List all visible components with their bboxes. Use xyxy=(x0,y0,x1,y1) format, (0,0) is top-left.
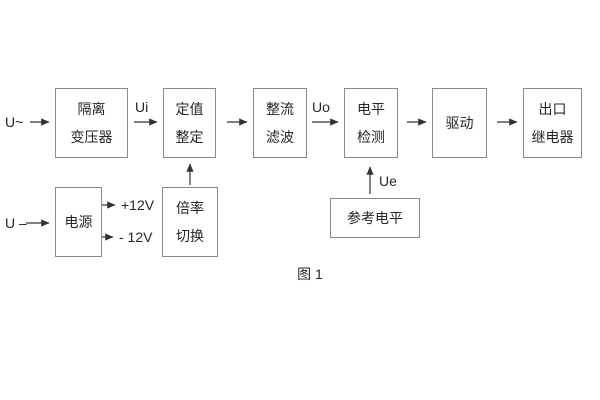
block-label: 电源 xyxy=(64,214,93,230)
signal-label-minus-12v: - 12V xyxy=(119,229,153,245)
block-label: 滤波 xyxy=(266,129,294,145)
signal-label-u-ac: U~ xyxy=(5,114,24,130)
block-driver: 驱动 xyxy=(432,88,487,158)
block-setting-adjust: 定值 整定 xyxy=(163,88,216,158)
signal-label-u-dc: U – xyxy=(5,215,27,231)
block-label: 变压器 xyxy=(70,129,113,145)
signal-label-ue: Ue xyxy=(379,173,397,189)
block-label: 出口 xyxy=(538,101,567,117)
figure-caption: 图 1 xyxy=(297,266,323,282)
block-label: 整流 xyxy=(266,101,294,117)
block-label: 驱动 xyxy=(445,115,474,131)
signal-label-plus-12v: +12V xyxy=(121,197,155,213)
block-ratio-switch: 倍率 切换 xyxy=(162,187,218,257)
block-rectifier-filter: 整流 滤波 xyxy=(253,88,307,158)
block-level-detect: 电平 检测 xyxy=(344,88,398,158)
block-label: 继电器 xyxy=(531,129,574,145)
block-label: 电平 xyxy=(357,101,385,117)
block-label: 参考电平 xyxy=(347,210,403,226)
block-reference-level: 参考电平 xyxy=(330,198,420,238)
block-label: 定值 xyxy=(175,101,204,117)
block-label: 切换 xyxy=(176,228,204,244)
signal-label-uo: Uo xyxy=(312,99,330,115)
block-label: 隔离 xyxy=(77,101,106,117)
block-label: 整定 xyxy=(175,129,204,145)
signal-label-ui: Ui xyxy=(135,99,149,115)
block-label: 检测 xyxy=(357,129,385,145)
block-output-relay: 出口 继电器 xyxy=(523,88,582,158)
block-label: 倍率 xyxy=(176,200,204,216)
block-power-supply: 电源 xyxy=(55,187,102,257)
block-isolation-transformer: 隔离 变压器 xyxy=(55,88,128,158)
